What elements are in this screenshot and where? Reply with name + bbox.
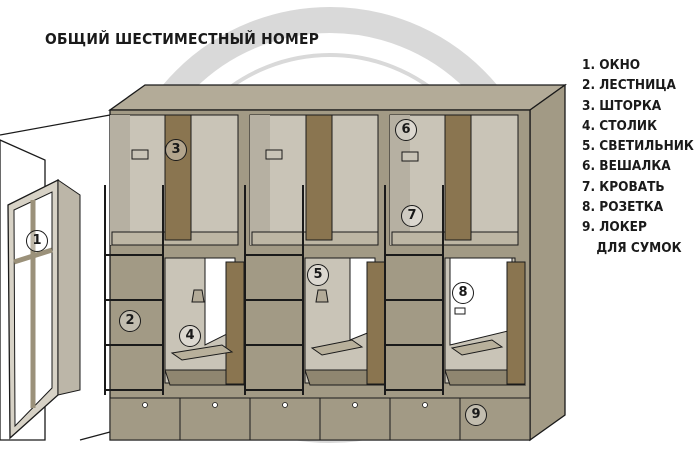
callout-window: 1 [26, 230, 48, 252]
lamps [191, 289, 329, 303]
callout-lamp: 5 [307, 264, 329, 286]
legend-item-window: 1. ОКНО [582, 57, 641, 73]
curtains [164, 114, 526, 385]
lower-capsules [164, 257, 526, 386]
callout-ladder: 2 [119, 310, 141, 332]
legend-item-socket: 8. РОЗЕТКА [582, 199, 664, 216]
tables [170, 339, 504, 361]
legend-item-table: 4. СТОЛИК [582, 117, 658, 134]
callout-locker: 9 [465, 404, 487, 426]
socket [454, 307, 466, 315]
callout-hanger: 6 [395, 119, 417, 141]
legend-item-lamp: 5. СВЕТИЛЬНИК [582, 138, 694, 155]
callout-socket: 8 [452, 282, 474, 304]
legend: 1. ОКНО 2. ЛЕСТНИЦА 3. ШТОРКА 4. СТОЛИК … [582, 55, 700, 258]
legend-item-ladder: 2. ЛЕСТНИЦА [582, 77, 676, 94]
legend-item-hanger: 6. ВЕШАЛКА [582, 158, 671, 175]
legend-item-curtain: 3. ШТОРКА [582, 97, 662, 114]
callout-table: 4 [179, 325, 201, 347]
callout-curtain: 3 [165, 139, 187, 161]
window [0, 114, 111, 441]
callout-bed: 7 [401, 205, 423, 227]
hangers [131, 149, 419, 162]
ladders [104, 185, 444, 395]
diagram-title: ОБЩИЙ ШЕСТИМЕСТНЫЙ НОМЕР [45, 30, 320, 48]
legend-item-bed: 7. КРОВАТЬ [582, 178, 665, 195]
